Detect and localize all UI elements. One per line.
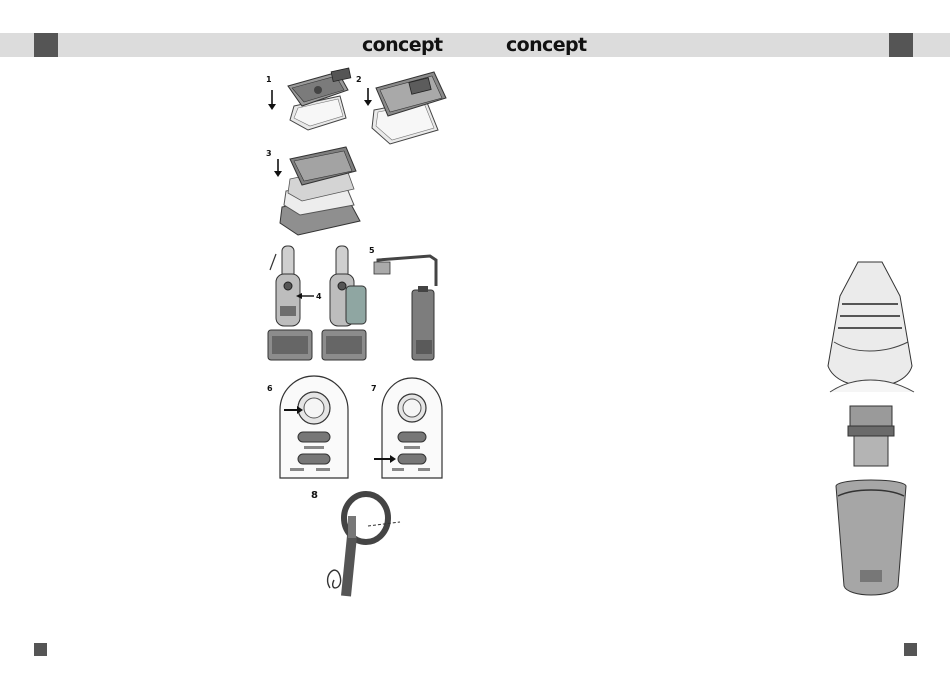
figure-number-6: 6 [267, 384, 273, 393]
figure-6-control-panel-illustration [276, 374, 352, 484]
figure-3-mop-head-illustration [268, 145, 368, 237]
figure-4-steam-mop-illustration [262, 244, 374, 364]
figure-8-handle-cord-illustration [318, 492, 410, 602]
figure-5-water-tank-illustration [374, 246, 440, 364]
figure-7-control-panel-illustration [374, 374, 450, 484]
header-bar [0, 33, 950, 57]
brand-logo-right: concept [506, 34, 586, 56]
header-right-square [889, 33, 913, 57]
header-left-square [34, 33, 58, 57]
figure-number-8: 8 [311, 491, 318, 500]
footer-left-square [34, 643, 47, 656]
figure-2-mop-head-illustration [360, 68, 450, 148]
brand-logo-left: concept [362, 34, 442, 56]
steam-canister-exploded-illustration [824, 256, 918, 602]
figure-1-mop-head-illustration [268, 68, 358, 138]
footer-right-square [904, 643, 917, 656]
